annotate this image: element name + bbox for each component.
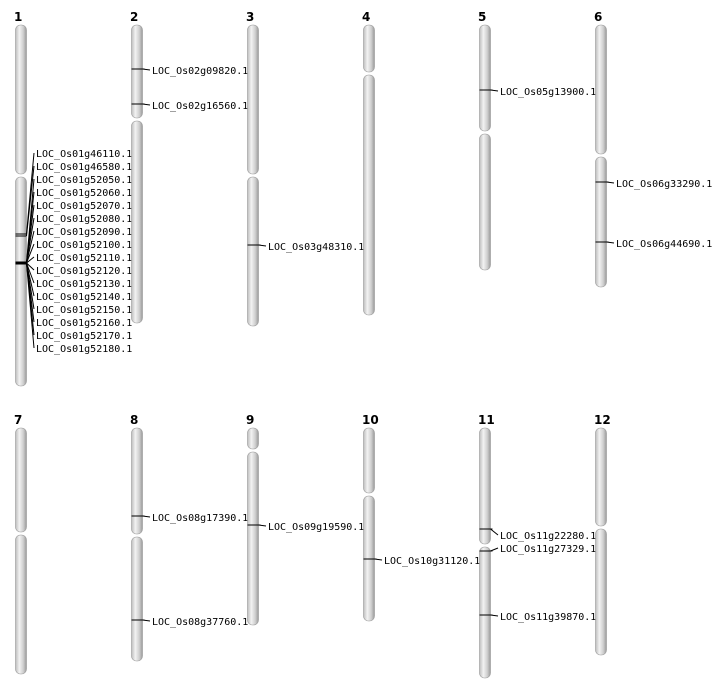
chromosome-arm-long: [479, 133, 491, 271]
gene-label: LOC_Os06g33290.1: [616, 179, 712, 190]
chromosome-arm-long: [247, 451, 259, 626]
gene-label: LOC_Os01g52140.1: [36, 292, 132, 303]
chromosome-1: 1LOC_Os01g46110.1LOC_Os01g46580.1LOC_Os0…: [14, 10, 132, 387]
gene-label: LOC_Os01g52080.1: [36, 214, 132, 225]
gene-label: LOC_Os11g22280.1: [500, 531, 596, 542]
chromosome-arm-long: [595, 156, 607, 288]
gene-connector: [258, 244, 267, 247]
chromosome-number: 6: [594, 10, 602, 24]
chromosome-number: 4: [362, 10, 370, 24]
gene-label: LOC_Os05g13900.1: [500, 87, 596, 98]
chromosome-number: 3: [246, 10, 254, 24]
chromosome-number: 12: [594, 413, 611, 427]
gene-label: LOC_Os10g31120.1: [384, 556, 480, 567]
gene-label: LOC_Os01g46110.1: [36, 149, 132, 160]
gene-connector: [142, 515, 151, 518]
chromosome-number: 2: [130, 10, 138, 24]
gene-connector: [606, 241, 615, 244]
gene-connector: [490, 547, 499, 552]
gene-connector: [490, 89, 499, 92]
chromosome-12: 12: [594, 413, 611, 656]
chromosome-number: 11: [478, 413, 495, 427]
chromosome-number: 10: [362, 413, 379, 427]
gene-label: LOC_Os08g17390.1: [152, 513, 248, 524]
gene-connector: [26, 262, 35, 349]
gene-label: LOC_Os08g37760.1: [152, 617, 248, 628]
chromosome-arm-short: [363, 427, 375, 494]
gene-label: LOC_Os02g16560.1: [152, 101, 248, 112]
gene-label: LOC_Os01g52130.1: [36, 279, 132, 290]
gene-label: LOC_Os01g52180.1: [36, 344, 132, 355]
gene-label: LOC_Os03g48310.1: [268, 242, 364, 253]
chromosome-arm-long: [131, 120, 143, 324]
chromosome-arm-long: [15, 176, 27, 387]
chromosome-arm-short: [479, 24, 491, 132]
chromosome-number: 5: [478, 10, 486, 24]
chromosome-arm-short: [131, 24, 143, 119]
gene-connector: [26, 256, 35, 264]
gene-connector: [374, 558, 383, 561]
chromosome-arm-short: [595, 24, 607, 155]
gene-connector: [142, 68, 151, 71]
gene-label: LOC_Os11g27329.1: [500, 544, 596, 555]
gene-connector: [26, 243, 35, 264]
gene-label: LOC_Os01g52050.1: [36, 175, 132, 186]
gene-label: LOC_Os01g52110.1: [36, 253, 132, 264]
chromosome-arm-short: [247, 24, 259, 175]
chromosome-arm-short: [131, 427, 143, 535]
gene-label: LOC_Os01g52120.1: [36, 266, 132, 277]
chromosome-arm-short: [15, 24, 27, 175]
chromosome-arm-short: [363, 24, 375, 73]
chromosome-arm-short: [595, 427, 607, 527]
gene-label: LOC_Os01g52090.1: [36, 227, 132, 238]
chromosome-number: 8: [130, 413, 138, 427]
chromosome-number: 9: [246, 413, 254, 427]
chromosome-7: 7: [14, 413, 27, 675]
gene-label: LOC_Os02g09820.1: [152, 66, 248, 77]
gene-connector: [142, 103, 151, 106]
gene-connector: [26, 230, 35, 264]
chromosome-arm-long: [247, 176, 259, 327]
gene-label: LOC_Os01g52160.1: [36, 318, 132, 329]
chromosome-arm-long: [15, 534, 27, 675]
gene-label: LOC_Os01g52100.1: [36, 240, 132, 251]
chromosome-4: 4: [362, 10, 375, 316]
chromosome-number: 1: [14, 10, 22, 24]
chromosome-arm-short: [15, 427, 27, 533]
chromosome-number: 7: [14, 413, 22, 427]
chromosome-arm-long: [479, 546, 491, 679]
gene-label: LOC_Os01g46580.1: [36, 162, 132, 173]
gene-connector: [258, 524, 267, 527]
chromosome-arm-long: [363, 74, 375, 316]
chromosome-arm-short: [247, 427, 259, 450]
gene-connector: [26, 262, 35, 271]
gene-connector: [606, 181, 615, 184]
chromosome-arm-long: [595, 528, 607, 656]
gene-label: LOC_Os01g52060.1: [36, 188, 132, 199]
gene-label: LOC_Os01g52070.1: [36, 201, 132, 212]
gene-label: LOC_Os01g52170.1: [36, 331, 132, 342]
chromosome-11: 11LOC_Os11g22280.1LOC_Os11g27329.1LOC_Os…: [478, 413, 596, 679]
gene-connector: [142, 619, 151, 622]
gene-label: LOC_Os11g39870.1: [500, 612, 596, 623]
gene-label: LOC_Os06g44690.1: [616, 239, 712, 250]
chromosome-arm-short: [479, 427, 491, 545]
gene-connector: [490, 614, 499, 617]
gene-label: LOC_Os01g52150.1: [36, 305, 132, 316]
gene-connector: [26, 165, 35, 237]
gene-connector: [490, 528, 499, 536]
chromosome-arm-long: [131, 536, 143, 662]
gene-label: LOC_Os09g19590.1: [268, 522, 364, 533]
